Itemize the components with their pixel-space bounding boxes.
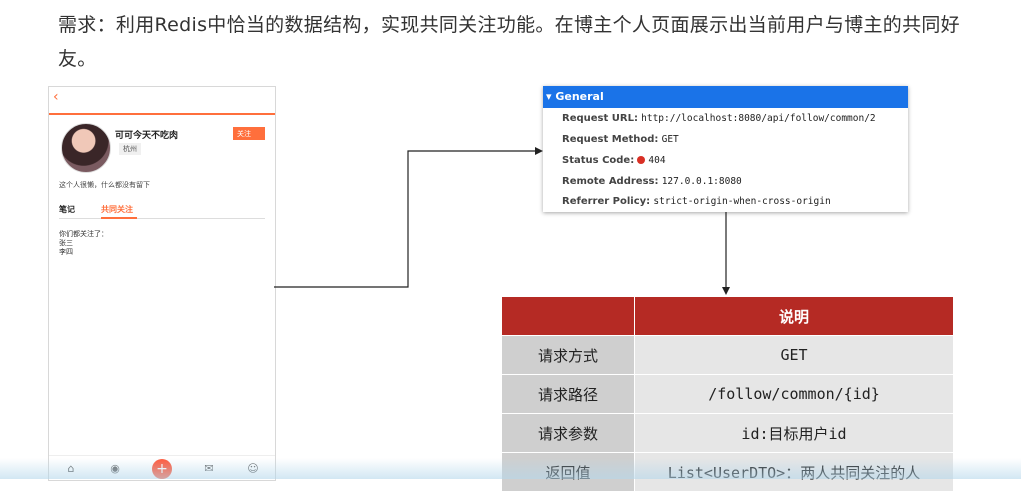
- remote-address-value: 127.0.0.1:8080: [662, 176, 742, 187]
- bio-text: 这个人很懒，什么都没有留下: [59, 180, 150, 190]
- remote-address-label: Remote Address:: [562, 176, 659, 187]
- avatar: [61, 123, 111, 173]
- row-value: GET: [635, 336, 954, 375]
- request-url-row: Request URL: http://localhost:8080/api/f…: [562, 113, 876, 124]
- row-value: /follow/common/{id}: [635, 375, 954, 414]
- status-error-icon: [637, 156, 645, 164]
- status-code-row: Status Code: 404: [562, 155, 666, 166]
- request-method-label: Request Method:: [562, 134, 658, 145]
- list-item[interactable]: 李四: [59, 248, 108, 257]
- back-icon[interactable]: ‹: [53, 89, 59, 105]
- username: 可可今天不吃肉: [115, 128, 178, 141]
- bottom-decorative-strip: [0, 458, 1021, 479]
- phone-to-panel-arrow: [274, 151, 538, 287]
- request-url-value: http://localhost:8080/api/follow/common/…: [641, 113, 876, 124]
- table-row: 请求方式 GET: [502, 336, 954, 375]
- table-header-blank: [502, 297, 635, 336]
- list-item[interactable]: 张三: [59, 239, 108, 248]
- table-header-desc: 说明: [635, 297, 954, 336]
- table-header-row: 说明: [502, 297, 954, 336]
- general-header[interactable]: ▾ General: [543, 86, 908, 108]
- status-code-label: Status Code:: [562, 155, 634, 166]
- referrer-policy-value: strict-origin-when-cross-origin: [653, 196, 830, 207]
- status-code-value: 404: [648, 155, 665, 166]
- request-method-row: Request Method: GET: [562, 134, 679, 145]
- tab-common-follow[interactable]: 共同关注: [101, 204, 133, 215]
- request-url-label: Request URL:: [562, 113, 638, 124]
- devtools-general-panel: ▾ General Request URL: http://localhost:…: [543, 86, 908, 212]
- phone-topbar: ‹: [49, 87, 275, 115]
- phone-mockup: ‹ 可可今天不吃肉 杭州 关注 这个人很懒，什么都没有留下 笔记 共同关注 你们…: [48, 86, 276, 481]
- row-key: 请求方式: [502, 336, 635, 375]
- common-follow-header: 你们都关注了：: [59, 230, 108, 239]
- tab-notes[interactable]: 笔记: [59, 204, 75, 215]
- referrer-policy-label: Referrer Policy:: [562, 196, 650, 207]
- row-key: 请求路径: [502, 375, 635, 414]
- phone-to-panel-arrowhead: [535, 147, 543, 155]
- requirement-text: 需求：利用Redis中恰当的数据结构，实现共同关注功能。在博主个人页面展示出当前…: [58, 8, 978, 76]
- city-badge: 杭州: [119, 143, 141, 155]
- request-method-value: GET: [662, 134, 679, 145]
- table-row: 请求参数 id:目标用户id: [502, 414, 954, 453]
- common-follow-list: 你们都关注了： 张三 李四: [59, 230, 108, 257]
- referrer-policy-row: Referrer Policy: strict-origin-when-cros…: [562, 196, 831, 207]
- row-value: id:目标用户id: [635, 414, 954, 453]
- panel-to-table-arrowhead: [722, 287, 730, 295]
- row-key: 请求参数: [502, 414, 635, 453]
- active-tab-indicator: [101, 217, 137, 219]
- remote-address-row: Remote Address: 127.0.0.1:8080: [562, 176, 742, 187]
- tab-divider: [59, 218, 265, 219]
- follow-button[interactable]: 关注: [233, 127, 265, 140]
- table-row: 请求路径 /follow/common/{id}: [502, 375, 954, 414]
